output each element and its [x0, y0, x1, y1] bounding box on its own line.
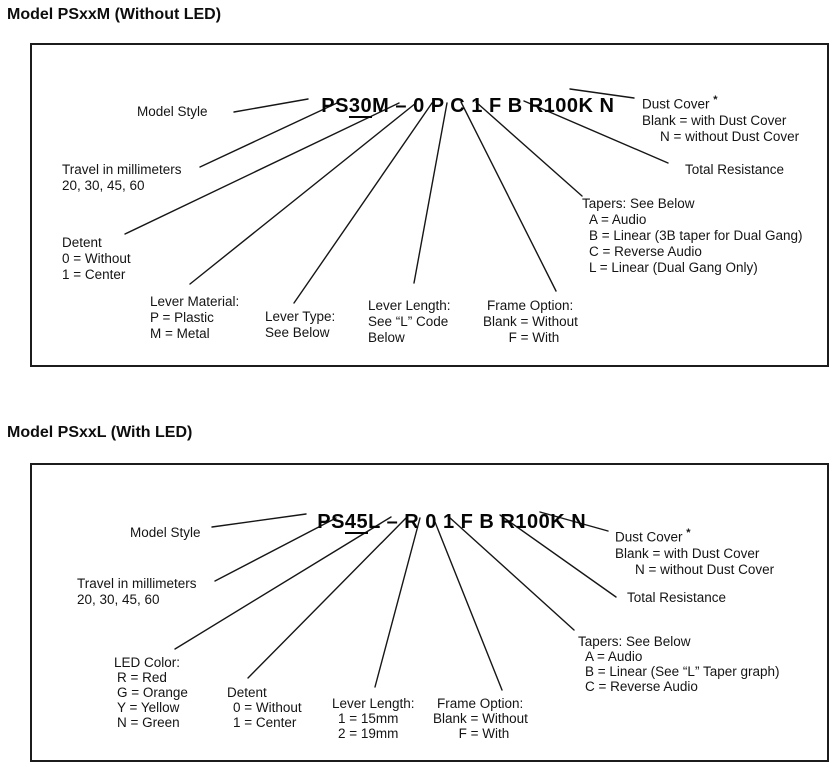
label-frame-option: Frame Option: Blank = Without F = With — [483, 298, 578, 345]
pn-suffix: L – R 0 1 F B R100K N — [368, 511, 587, 533]
label-travel: Travel in millimeters 20, 30, 45, 60 — [77, 576, 197, 607]
label-detent: Detent 0 = Without 1 = Center — [227, 685, 302, 730]
pn-prefix: PS — [317, 511, 345, 533]
label-total-resistance: Total Resistance — [627, 590, 727, 605]
pn-suffix: M – 0 P C 1 F B R100K N — [372, 95, 615, 117]
pn-prefix: PS — [321, 95, 349, 117]
label-model-style: Model Style — [137, 104, 208, 119]
psxxl-diagram-box — [30, 463, 829, 762]
label-travel: Travel in millimeters 20, 30, 45, 60 — [62, 162, 182, 193]
dust-cover-footnote-asterisk: * — [686, 527, 691, 539]
section-title-psxxl: Model PSxxL (With LED) — [7, 424, 193, 441]
label-lever-type: Lever Type: See Below — [265, 309, 336, 340]
pn-travel-digits: 30 — [348, 95, 373, 118]
label-model-style: Model Style — [130, 525, 201, 540]
label-led-color: LED Color: R = Red G = Orange Y = Yellow… — [114, 655, 188, 730]
pn-travel-digits: 45 — [344, 511, 369, 534]
label-detent: Detent 0 = Without 1 = Center — [62, 235, 131, 282]
part-number-psxxl: PS45L – R 0 1 F B R100K N — [293, 492, 586, 554]
label-dust-cover: Dust Cover * Blank = with Dust Cover N =… — [615, 527, 775, 577]
label-lever-length: Lever Length: 1 = 15mm 2 = 19mm — [332, 696, 415, 741]
label-frame-option: Frame Option: Blank = Without F = With — [433, 696, 528, 741]
label-tapers: Tapers: See Below A = Audio B = Linear (… — [582, 196, 803, 275]
psxxm-diagram-box — [30, 43, 829, 367]
label-total-resistance: Total Resistance — [685, 162, 785, 177]
section-title-psxxm: Model PSxxM (Without LED) — [7, 6, 222, 23]
label-tapers: Tapers: See Below A = Audio B = Linear (… — [578, 634, 780, 694]
label-lever-material: Lever Material: P = Plastic M = Metal — [150, 294, 240, 341]
part-number-psxxm: PS30M – 0 P C 1 F B R100K N — [297, 76, 615, 138]
label-dust-cover: Dust Cover * Blank = with Dust Cover N =… — [642, 94, 800, 144]
dust-cover-footnote-asterisk: * — [713, 94, 718, 106]
label-lever-length: Lever Length: See “L” Code Below — [368, 298, 451, 345]
